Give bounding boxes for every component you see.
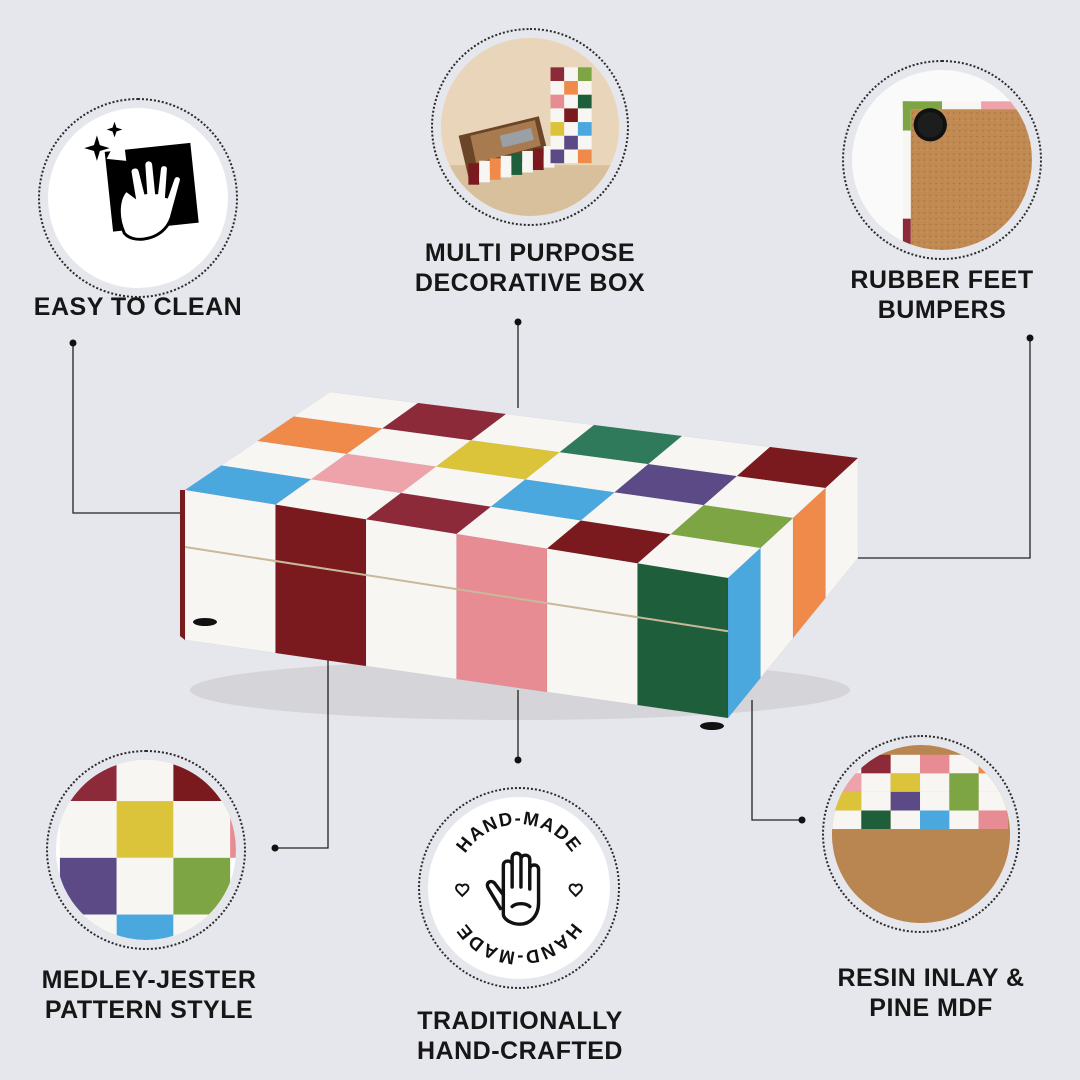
pattern-closeup-photo: [59, 760, 236, 940]
handmade-circle: HAND-MADE HAND-MADE: [418, 787, 620, 989]
front-base-tile: [637, 616, 729, 719]
stamp-bottom-text: HAND-MADE: [452, 920, 585, 969]
inlay-tile: [890, 773, 921, 792]
easy-clean-circle: [38, 98, 238, 298]
rubber-feet-label-line1: RUBBER FEET: [850, 266, 1034, 294]
inlay-tile: [920, 791, 950, 811]
svg-text:HAND-MADE: HAND-MADE: [452, 807, 587, 856]
inlay-tile: [861, 810, 891, 830]
pattern-tile: [59, 914, 117, 940]
front-base-tile: [184, 546, 276, 654]
front-base-tile: [365, 574, 457, 680]
rubber-foot: [700, 722, 724, 730]
resin-circle: [822, 735, 1020, 933]
rubber-feet-label-line2: BUMPERS: [877, 296, 1007, 324]
resin-label-line1: RESIN INLAY &: [837, 964, 1025, 992]
inlay-tile: [920, 773, 950, 792]
left-edge: [179, 489, 186, 641]
easy-clean-label: EASY TO CLEAN: [33, 293, 243, 321]
handmade-label-line1: TRADITIONALLY: [417, 1007, 623, 1035]
resin-label-line2: PINE MDF: [869, 994, 993, 1022]
pattern-tile: [59, 857, 117, 915]
inlay-tile: [949, 791, 979, 811]
svg-text:HAND-MADE: HAND-MADE: [452, 920, 587, 969]
inlay-tile: [949, 754, 979, 774]
front-base-tile: [456, 588, 548, 693]
inlay-tile: [832, 791, 862, 811]
stamp-top-text: HAND-MADE: [452, 807, 585, 856]
inlay-tile: [861, 773, 891, 792]
rubber-feet-circle: [842, 60, 1042, 260]
pattern-tile: [59, 801, 117, 858]
inlay-tile: [861, 754, 891, 774]
handmade-label-line2: HAND-CRAFTED: [417, 1037, 623, 1065]
rubber-foot: [193, 618, 217, 626]
inlay-tile: [920, 810, 950, 830]
inlay-tile: [890, 754, 921, 774]
side-tile: [825, 457, 859, 599]
box-underside-photo: [902, 101, 1032, 250]
inlay-tile: [949, 810, 979, 830]
inlay-tile: [978, 754, 1009, 774]
multi-purpose-label-line1: MULTI PURPOSE: [424, 239, 636, 267]
pattern-tile: [116, 801, 174, 858]
inlay-tile: [949, 773, 979, 792]
inlay-tile: [832, 810, 862, 830]
inlay-tile: [890, 791, 921, 811]
multi-purpose-circle: [431, 28, 629, 226]
inlay-tile: [978, 773, 1009, 792]
raised-hand-icon: [485, 851, 541, 926]
pine-mdf-surface: [832, 829, 1010, 923]
medley-label-line1: MEDLEY-JESTER: [41, 966, 257, 994]
inlay-tile: [832, 754, 862, 774]
inlay-tile: [920, 754, 950, 774]
cleaning-hand-icon: [84, 121, 199, 241]
handmade-stamp: HAND-MADE HAND-MADE: [452, 807, 587, 969]
open-box-photo: [441, 38, 619, 216]
inlay-tile: [861, 791, 891, 811]
pattern-tile: [173, 857, 231, 915]
medley-circle: [46, 750, 246, 950]
multi-purpose-label-line2: DECORATIVE BOX: [414, 269, 646, 297]
front-base-tile: [275, 560, 367, 667]
pattern-tile: [116, 760, 174, 802]
pattern-tile: [173, 801, 231, 858]
front-base-tile: [546, 602, 638, 706]
inlay-tile: [832, 773, 862, 792]
pattern-tile: [173, 760, 231, 802]
inlay-tile: [890, 810, 921, 830]
pattern-tile: [59, 760, 117, 802]
pattern-tile: [173, 914, 231, 940]
medley-label-line2: PATTERN STYLE: [44, 996, 254, 1024]
inlay-tile: [978, 791, 1009, 811]
resin-closeup-photo: [832, 754, 1010, 923]
pattern-tile: [230, 801, 236, 858]
pattern-tile: [116, 857, 174, 915]
pattern-tile: [116, 914, 174, 940]
inlay-tile: [978, 810, 1009, 830]
